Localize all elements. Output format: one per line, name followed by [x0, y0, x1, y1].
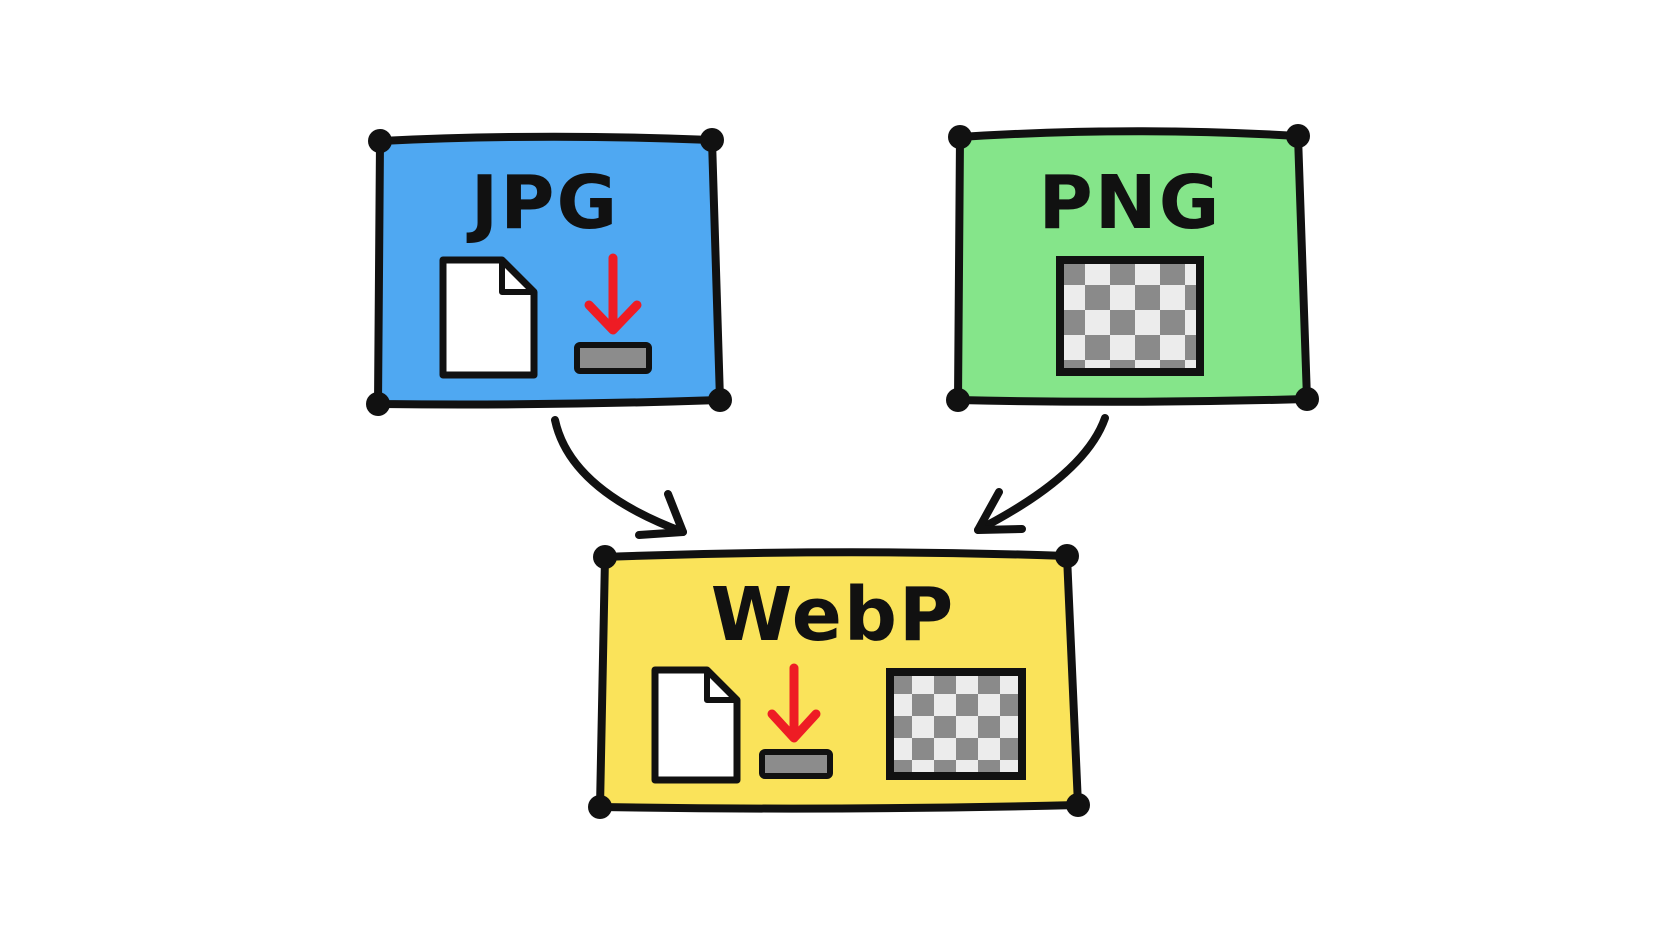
transparency-checkerboard-icon — [1056, 256, 1204, 376]
jpg-node-corner — [700, 128, 724, 152]
webp-node-corner — [593, 545, 617, 569]
arrow-jpg-to-webp — [551, 416, 687, 539]
document-icon — [651, 666, 741, 784]
transparency-checkerboard-icon — [886, 668, 1026, 780]
download-icon — [759, 663, 833, 779]
webp-node-title: WebP — [711, 572, 955, 658]
document-icon — [439, 256, 538, 379]
png-node-corner — [1286, 124, 1310, 148]
jpg-node: JPG — [366, 128, 732, 416]
webp-node-corner — [588, 795, 612, 819]
webp-node-corner — [1055, 544, 1079, 568]
webp-node-corner — [1066, 793, 1090, 817]
png-node-corner — [946, 388, 970, 412]
arrow-png-to-webp — [974, 414, 1109, 534]
png-node-title: PNG — [1039, 160, 1222, 246]
jpg-node-corner — [708, 388, 732, 412]
png-node-corner — [1295, 387, 1319, 411]
png-node: PNG — [946, 124, 1319, 412]
jpg-node-title: JPG — [466, 160, 620, 246]
download-icon — [574, 253, 652, 374]
png-node-corner — [948, 125, 972, 149]
jpg-node-corner — [366, 392, 390, 416]
webp-node: WebP — [588, 544, 1090, 819]
jpg-node-corner — [368, 129, 392, 153]
